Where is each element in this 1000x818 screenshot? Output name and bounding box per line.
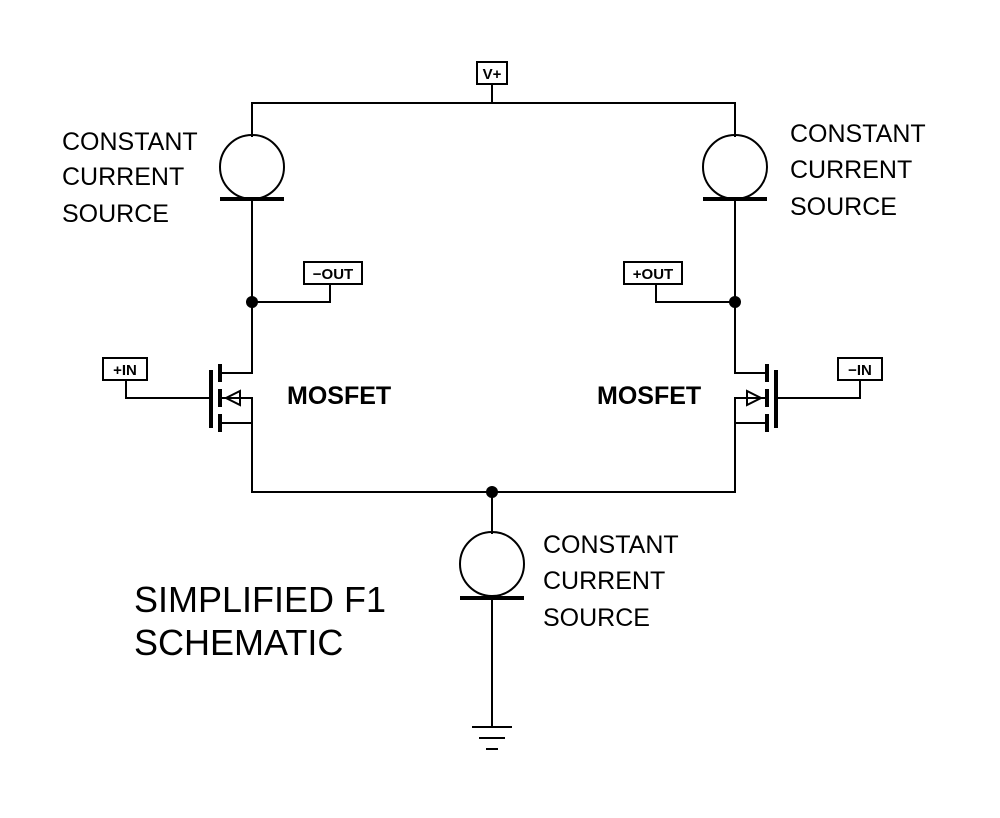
- minus-out-port: −OUT: [246, 261, 363, 308]
- minus-in-port: −IN: [837, 357, 883, 399]
- svg-text:−OUT: −OUT: [313, 266, 353, 283]
- right-mosfet-label: MOSFET: [597, 382, 701, 410]
- svg-text:SCHEMATIC: SCHEMATIC: [134, 622, 343, 663]
- left-source-label: CONSTANT CURRENT SOURCE: [62, 128, 198, 228]
- svg-text:SOURCE: SOURCE: [543, 604, 650, 632]
- svg-text:CONSTANT: CONSTANT: [62, 128, 198, 156]
- svg-text:CURRENT: CURRENT: [62, 163, 184, 191]
- vplus-label: V+: [483, 66, 502, 83]
- left-current-source: [219, 102, 285, 303]
- svg-text:SIMPLIFIED F1: SIMPLIFIED F1: [134, 579, 386, 620]
- svg-text:CONSTANT: CONSTANT: [543, 531, 679, 559]
- diagram-title: SIMPLIFIED F1 SCHEMATIC: [134, 579, 386, 663]
- svg-text:+OUT: +OUT: [633, 266, 673, 283]
- svg-text:SOURCE: SOURCE: [790, 193, 897, 221]
- ground-symbol: [472, 726, 512, 750]
- plus-in-port: +IN: [102, 357, 148, 399]
- svg-text:−IN: −IN: [848, 362, 872, 379]
- svg-text:CONSTANT: CONSTANT: [790, 120, 926, 148]
- bottom-current-source: [459, 491, 525, 728]
- right-current-source: [702, 102, 768, 303]
- left-mosfet-symbol: [125, 301, 253, 491]
- right-source-label: CONSTANT CURRENT SOURCE: [790, 120, 926, 221]
- left-mosfet-label: MOSFET: [287, 382, 391, 410]
- bottom-source-label: CONSTANT CURRENT SOURCE: [543, 531, 679, 632]
- plus-out-port: +OUT: [623, 261, 741, 308]
- svg-text:+IN: +IN: [113, 362, 137, 379]
- vplus-port: V+: [476, 61, 508, 104]
- svg-text:CURRENT: CURRENT: [543, 567, 665, 595]
- svg-text:SOURCE: SOURCE: [62, 200, 169, 228]
- right-mosfet-symbol: [734, 301, 861, 491]
- svg-text:CURRENT: CURRENT: [790, 156, 912, 184]
